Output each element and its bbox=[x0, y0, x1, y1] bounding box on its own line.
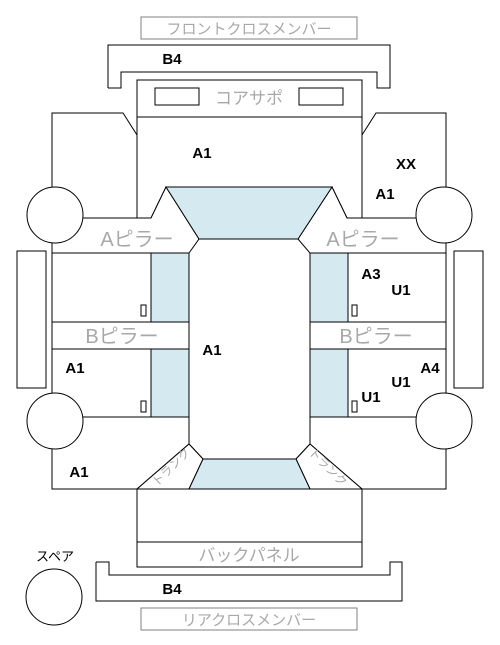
left-rear-door-code[interactable]: A1 bbox=[65, 360, 84, 377]
right-side-window-front[interactable] bbox=[309, 252, 349, 323]
roof-code[interactable]: A1 bbox=[202, 342, 221, 359]
rear-right-wheel[interactable] bbox=[415, 392, 473, 450]
right-front-door[interactable] bbox=[347, 252, 447, 323]
left-side-sill[interactable] bbox=[16, 250, 47, 389]
spare-tire[interactable] bbox=[25, 568, 83, 626]
b-pillar-left-label: Bピラー bbox=[85, 326, 158, 348]
rear-member-bracket bbox=[95, 561, 403, 602]
back-panel[interactable] bbox=[136, 541, 363, 568]
spare-label: スペア bbox=[36, 549, 74, 564]
right-rear-door-handle bbox=[351, 400, 358, 413]
rear-left-code[interactable]: A1 bbox=[69, 464, 88, 481]
a-pillar-right-label: Aピラー bbox=[326, 229, 399, 251]
front-right-a1-code[interactable]: A1 bbox=[375, 186, 394, 203]
left-front-door-handle bbox=[140, 304, 147, 317]
left-front-door[interactable] bbox=[51, 252, 152, 323]
b-pillar-left[interactable] bbox=[51, 321, 190, 350]
left-side-window-rear[interactable] bbox=[150, 348, 190, 418]
back-panel-label: バックパネル bbox=[198, 546, 299, 565]
right-side-window-rear[interactable] bbox=[309, 348, 349, 418]
front-member-code[interactable]: B4 bbox=[162, 51, 182, 68]
core-support-slot-left bbox=[154, 87, 200, 106]
rear-cross-member-box bbox=[140, 607, 358, 631]
left-side-window-front[interactable] bbox=[150, 252, 190, 323]
a-pillar-left-label: Aピラー bbox=[100, 229, 173, 251]
front-right-wheel[interactable] bbox=[415, 186, 473, 244]
rear-left-wheel[interactable] bbox=[26, 392, 84, 450]
rear-cross-member-label: リアクロスメンバー bbox=[182, 612, 316, 629]
right-side-sill[interactable] bbox=[453, 250, 484, 389]
left-rear-door-handle bbox=[140, 400, 147, 413]
trunk-lid[interactable] bbox=[136, 488, 363, 543]
b-pillar-right[interactable] bbox=[309, 321, 447, 350]
core-support-slot-right bbox=[298, 87, 344, 106]
front-cross-member-label: フロントクロスメンバー bbox=[166, 21, 331, 38]
b-pillar-right-label: Bピラー bbox=[339, 326, 412, 348]
hood-code[interactable]: A1 bbox=[192, 145, 211, 162]
right-rear-door-u1-code-b[interactable]: U1 bbox=[361, 389, 380, 406]
front-right-xx-code[interactable]: XX bbox=[396, 156, 416, 173]
right-front-door-u1-code[interactable]: U1 bbox=[391, 282, 410, 299]
right-rear-door-u1-code-a[interactable]: U1 bbox=[391, 374, 410, 391]
right-front-door-a3-code[interactable]: A3 bbox=[361, 266, 380, 283]
rear-window[interactable] bbox=[188, 458, 311, 490]
rear-member-code[interactable]: B4 bbox=[162, 581, 182, 598]
core-support-label: コアサポ bbox=[215, 89, 283, 108]
front-cross-member-box bbox=[140, 16, 358, 40]
right-rear-door-a4-code[interactable]: A4 bbox=[420, 360, 440, 377]
front-left-wheel[interactable] bbox=[26, 186, 84, 244]
right-front-door-handle bbox=[351, 304, 358, 317]
front-member-bracket bbox=[107, 44, 391, 89]
